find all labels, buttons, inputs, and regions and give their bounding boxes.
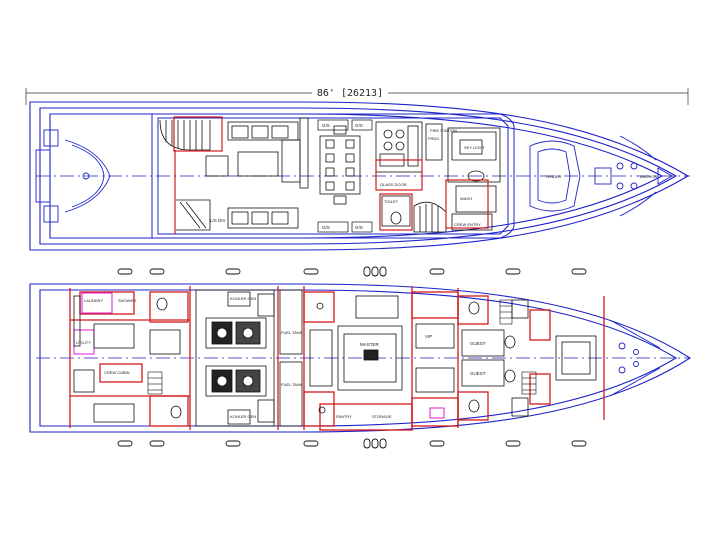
- aft-staircase: [159, 119, 211, 231]
- lower-deck-bulkheads: [69, 286, 605, 431]
- fuel-tanks: [279, 289, 303, 427]
- fuel-tank-label-port: FUEL TANK: [281, 330, 303, 335]
- crew-entry-label: CREW ENTRY: [454, 222, 481, 227]
- aft-entry-red-outline: [173, 116, 223, 152]
- utility-label: UTILITY: [76, 340, 91, 345]
- fire-station-label: FIRE STATION: [430, 128, 457, 133]
- starboard-engine: [205, 365, 267, 397]
- cabinet-label-c: G/S: [322, 225, 330, 230]
- master-label: MASTER: [360, 342, 380, 347]
- guest-label-stbd: GUEST: [470, 371, 486, 376]
- tender-label: TENDER: [545, 174, 562, 179]
- crew-area-highlights: [73, 292, 445, 419]
- forward-staircase: [413, 201, 447, 233]
- laundry-label: LAUNDRY: [84, 298, 103, 303]
- lower-deck-hull-outline: [29, 283, 692, 433]
- forepeak: [609, 319, 661, 397]
- hatched-lockers: [147, 299, 537, 395]
- dining-table: [319, 125, 361, 205]
- portlights: [117, 266, 587, 449]
- glass-door-label: GLASS DOOR: [380, 182, 407, 187]
- crew-cabin-label: CREW CABIN: [104, 370, 130, 375]
- anchor-label: ANCHOR: [640, 174, 657, 179]
- forward-guest-cabins: [504, 299, 597, 417]
- wash-label: WASH: [460, 196, 472, 201]
- galley-red-outline: [375, 159, 423, 191]
- galley: [375, 121, 443, 173]
- pantry-label: PANTRY: [336, 414, 352, 419]
- day-head-red-outline: [379, 193, 413, 231]
- superstructure-outline: [151, 113, 515, 239]
- vip-label: VIP: [425, 334, 432, 339]
- day-head: [381, 195, 411, 227]
- master-stateroom: [309, 295, 403, 414]
- skylight-label: SKY LIGHT: [464, 145, 485, 150]
- port-engine: [205, 317, 267, 349]
- aft-cockpit-settee: [35, 129, 111, 223]
- toilet-label: TOILET: [384, 199, 398, 204]
- guest-label-port: GUEST: [470, 341, 486, 346]
- shower-label: SHOWER: [118, 298, 136, 303]
- crew-area-fixtures: [73, 295, 182, 423]
- upper-deck-plan: G/S G/S G/S G/S L/S DIV FRDG GLASS DOOR …: [29, 101, 690, 251]
- cabinet-label-b: G/S: [355, 123, 363, 128]
- pilothouse-red-outline: [445, 179, 489, 229]
- storage-label: STORAGE: [372, 414, 392, 419]
- generator-label-stbd: KOHLER GEN: [230, 414, 256, 419]
- saloon-cabinets: [317, 119, 373, 233]
- foredeck: [529, 135, 673, 217]
- cabinet-label-a: G/S: [322, 123, 330, 128]
- tv-lift-label: L/S DIV: [210, 218, 226, 223]
- generator-label-port: KOHLER GEN: [230, 296, 256, 301]
- pilothouse-helm: [447, 127, 501, 231]
- vip-cabin: [415, 301, 505, 413]
- fuel-tank-label-stbd: FUEL TANK: [281, 382, 303, 387]
- engine-room: [195, 289, 275, 427]
- saloon-furniture: [205, 117, 309, 229]
- length-dimension-text: 86' [26213]: [317, 88, 383, 99]
- cabinet-label-d: G/S: [355, 225, 363, 230]
- lower-deck-plan: LAUNDRY CREW CABIN SHOWER UTILITY: [29, 266, 692, 449]
- fridge-label: FRDG: [428, 136, 439, 141]
